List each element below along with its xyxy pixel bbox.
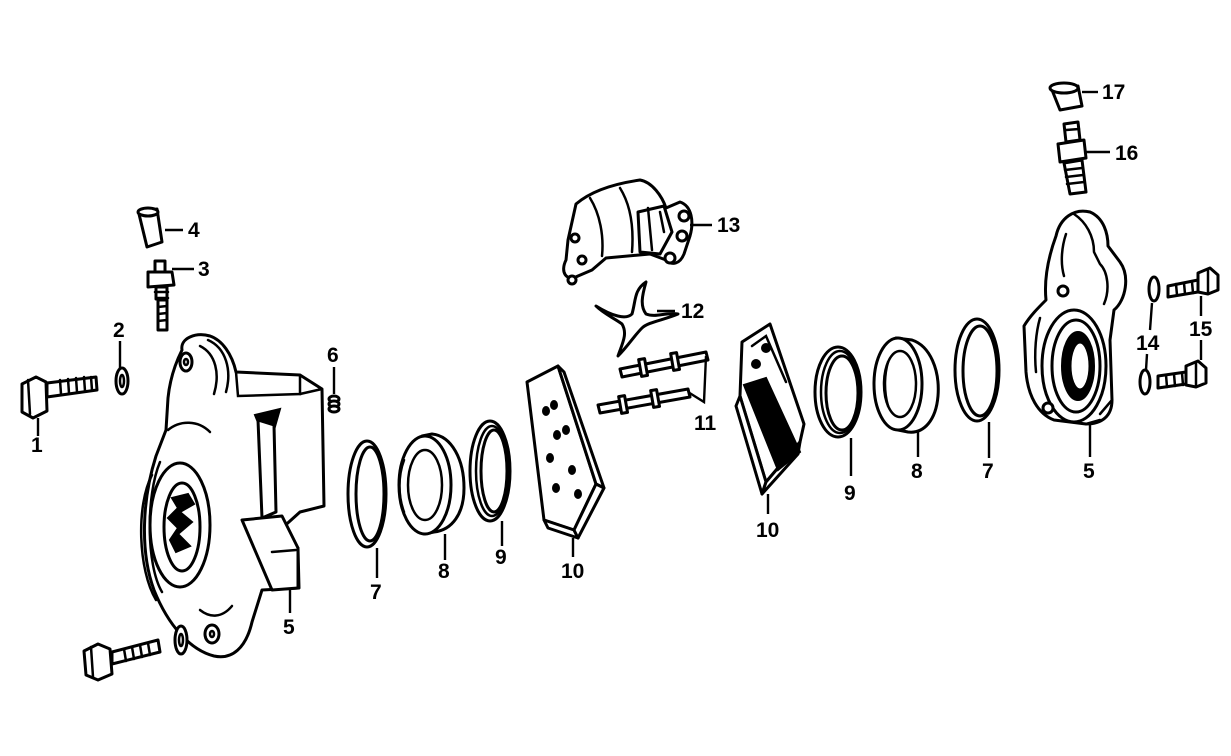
dust-seal-part-9-left [468, 419, 512, 523]
brake-pad-part-10-left [525, 364, 606, 540]
bleeder-part-16 [1056, 120, 1088, 196]
callout-4: 4 [188, 219, 200, 242]
caliper-body-right-part-5 [1022, 209, 1128, 426]
callout-9-left: 9 [495, 546, 507, 569]
callout-13: 13 [717, 214, 740, 237]
callout-10-left: 10 [561, 560, 584, 583]
callout-7-right: 7 [982, 460, 994, 483]
callout-2: 2 [113, 319, 125, 342]
bolt-part-15-upper [1166, 266, 1220, 299]
callout-5-right: 5 [1083, 460, 1095, 483]
caliper-body-left-part-5 [139, 333, 326, 659]
dust-cap-part-17 [1048, 81, 1084, 112]
callout-5-left: 5 [283, 616, 295, 639]
spring-part-6 [327, 394, 341, 414]
seal-part-7-left [346, 439, 388, 549]
bolt-part-15-lower [1156, 359, 1208, 390]
callout-16: 16 [1115, 142, 1138, 165]
spring-clip-part-12 [594, 280, 680, 358]
washer-part-14-upper [1147, 275, 1161, 303]
callout-numbers: 1 2 3 4 5 6 7 8 9 10 10 9 8 7 5 11 12 13… [31, 81, 1213, 639]
brake-pad-part-10-right [734, 322, 806, 496]
callout-3: 3 [198, 258, 210, 281]
dust-cap-part-4 [136, 206, 164, 249]
washer-part-14-lower [1138, 368, 1152, 396]
callout-11: 11 [694, 412, 717, 435]
washer-part-2 [114, 366, 130, 396]
callout-8-left: 8 [438, 560, 450, 583]
callout-8-right: 8 [911, 460, 923, 483]
callout-14: 14 [1136, 332, 1160, 355]
callout-6: 6 [327, 344, 339, 367]
lower-bolt [82, 638, 162, 682]
bleeder-part-3 [146, 259, 176, 332]
piston-part-8-left [397, 432, 466, 536]
piston-part-8-right [872, 336, 940, 434]
callout-15: 15 [1189, 318, 1213, 341]
callout-7-left: 7 [370, 581, 382, 604]
bolt-part-1 [20, 375, 99, 420]
pad-retainer-part-13 [562, 178, 694, 286]
lower-washer [173, 624, 189, 656]
callout-17: 17 [1102, 81, 1125, 104]
callout-10-right: 10 [756, 519, 779, 542]
dust-seal-part-9-right [813, 345, 863, 439]
callout-9-right: 9 [844, 482, 856, 505]
callout-1: 1 [31, 434, 43, 457]
seal-part-7-right [953, 317, 1001, 423]
leader-lines [36, 90, 1203, 613]
pad-pins-part-11 [596, 350, 710, 415]
callout-12: 12 [681, 300, 704, 323]
